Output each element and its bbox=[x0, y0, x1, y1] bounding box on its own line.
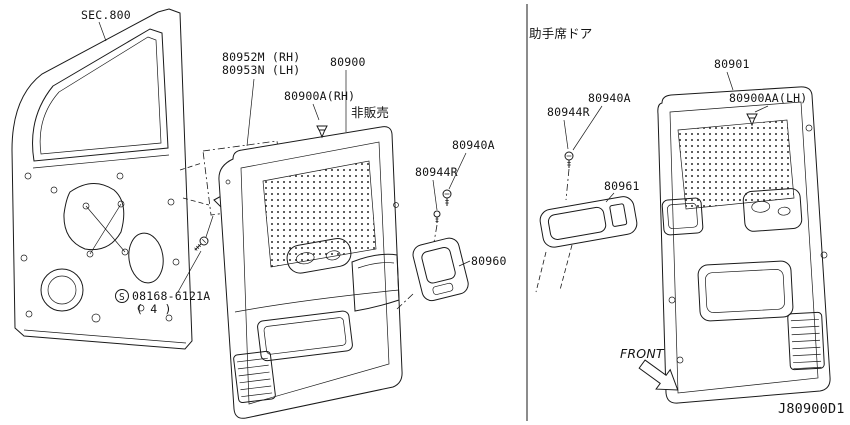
trim-panel-label-left: 80900 bbox=[330, 55, 366, 69]
trim-panel-right-drawing bbox=[657, 86, 831, 404]
not-sold-label: 非販売 bbox=[351, 105, 389, 120]
bracket-lh-label: 80953N (LH) bbox=[222, 63, 300, 77]
screw-symbol-circle bbox=[115, 289, 129, 303]
switch-finisher-label-left: 80960 bbox=[471, 254, 507, 268]
diagram-code: J80900D1 bbox=[778, 401, 845, 417]
front-arrow-icon bbox=[638, 359, 679, 391]
leader-lines-left bbox=[98, 21, 471, 293]
switch-finisher-right-drawing bbox=[539, 196, 638, 248]
screw-icon bbox=[564, 151, 574, 168]
trim-panel-left-drawing bbox=[218, 126, 403, 419]
leader-lines-right bbox=[563, 71, 769, 203]
assembly-line bbox=[535, 251, 547, 293]
sec-ref-label: SEC.800 bbox=[81, 8, 131, 22]
bracket-rh-label: 80952M (RH) bbox=[222, 50, 300, 64]
assembly-line bbox=[396, 293, 414, 310]
switch-finisher-label-right: 80961 bbox=[604, 179, 640, 193]
right-section-title: 助手席ドア bbox=[529, 26, 593, 41]
assembly-line bbox=[559, 244, 573, 291]
switch-finisher-left-drawing bbox=[412, 237, 469, 302]
screw-symbol: S bbox=[119, 292, 125, 303]
trim-panel-label-right: 80901 bbox=[714, 57, 750, 71]
screw-icon bbox=[194, 236, 209, 251]
grommet-icon bbox=[433, 210, 441, 223]
clip-label-right: 80900AA(LH) bbox=[729, 91, 807, 105]
clip-icon bbox=[746, 113, 758, 127]
assembly-line bbox=[565, 168, 570, 201]
door-frame-drawing bbox=[11, 8, 193, 350]
screw-label-left: 80940A bbox=[452, 138, 495, 152]
grommet-label-right: 80944R bbox=[547, 105, 590, 119]
screw-label-right: 80940A bbox=[588, 91, 631, 105]
clip-label-left: 80900A(RH) bbox=[284, 89, 355, 103]
screw-qty-label: ( 4 ) bbox=[136, 302, 172, 316]
grommet-label-left: 80944R bbox=[415, 165, 458, 179]
clip-icon bbox=[316, 125, 328, 139]
screw-icon bbox=[442, 189, 452, 206]
front-label: FRONT bbox=[620, 346, 665, 361]
screw-part-label: 08168-6121A bbox=[132, 289, 210, 303]
